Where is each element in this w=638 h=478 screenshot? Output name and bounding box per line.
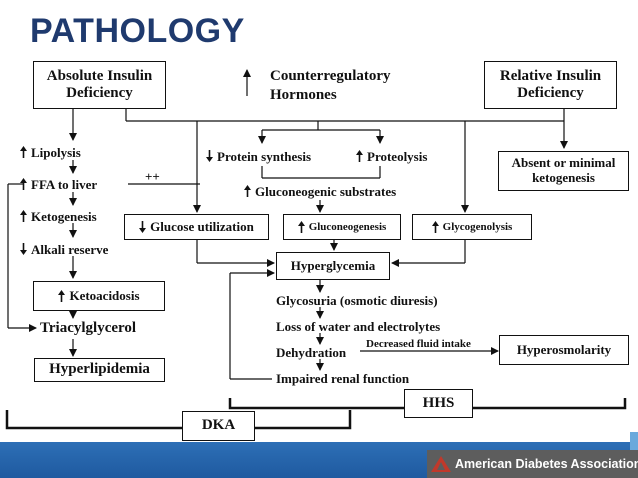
gluconeogenic-substrates-label: Gluconeogenic substrates [244,185,396,198]
proteolysis-label: Proteolysis [356,150,427,163]
down-arrow-icon [20,243,27,255]
down-arrow-icon [206,150,213,162]
decreased-fluid-intake-label: Decreased fluid intake [366,338,471,350]
up-arrow-icon [297,221,305,233]
dka-bracket [5,410,352,430]
hyperlipidemia-box: Hyperlipidemia [34,358,165,382]
ketoacidosis-box: Ketoacidosis [33,281,165,311]
ada-logo-text: American Diabetes Association. [455,457,638,471]
up-arrow-icon [20,146,27,158]
up-arrow-icon [431,221,439,233]
plus-plus-label: ++ [145,169,160,184]
up-arrow-icon [356,150,363,162]
up-arrow-icon [20,210,27,222]
glycogenolysis-box: Glycogenolysis [412,214,532,240]
absolute-insulin-deficiency-box: Absolute Insulin Deficiency [33,61,166,109]
dehydration-label: Dehydration [276,345,347,360]
up-arrow-icon [20,178,27,190]
glucose-utilization-box: Glucose utilization [124,214,269,240]
counterregulatory-hormones-label: Counterregulatory Hormones [270,68,391,103]
triacylglycerol-label: Triacylglycerol [40,320,137,336]
page-title: PATHOLOGY [30,12,245,50]
ketogenesis-label: Ketogenesis [20,210,97,223]
hyperglycemia-box: Hyperglycemia [276,252,390,280]
alkali-reserve-label: Alkali reserve [20,243,108,256]
hhs-box: HHS [404,389,473,418]
protein-synthesis-label: Protein synthesis [206,150,311,163]
down-arrow-icon [139,221,147,233]
impaired-renal-function-label: Impaired renal function [276,371,410,386]
ada-logo: American Diabetes Association. [427,450,638,478]
loss-of-water-label: Loss of water and electrolytes [276,319,441,334]
ada-triangle-icon [431,456,451,472]
up-arrow-icon [244,185,251,197]
gluconeogenesis-box: Gluconeogenesis [283,214,401,240]
absent-ketogenesis-box: Absent or minimal ketogenesis [498,151,629,191]
lipolysis-label: Lipolysis [20,146,81,159]
glycosuria-label: Glycosuria (osmotic diuresis) [276,293,438,308]
up-arrow-icon [58,290,66,302]
ffa-to-liver-label: FFA to liver [20,178,97,191]
hyperosmolarity-box: Hyperosmolarity [499,335,629,365]
dka-box: DKA [182,411,255,441]
relative-insulin-deficiency-box: Relative Insulin Deficiency [484,61,617,109]
